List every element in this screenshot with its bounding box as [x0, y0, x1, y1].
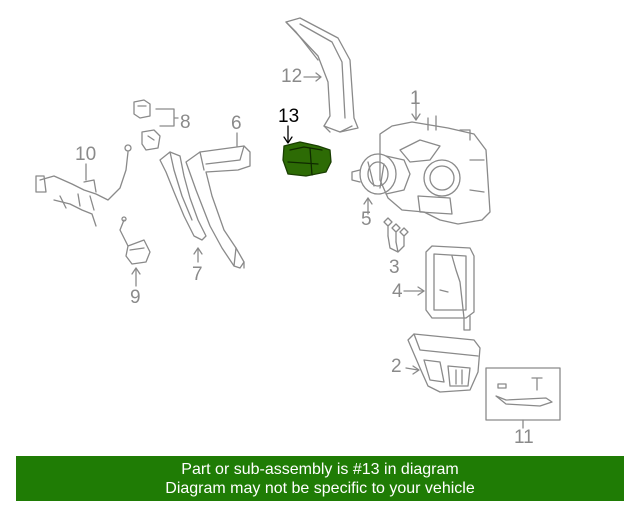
- callout-11: 11: [514, 427, 534, 448]
- part-9-sensor: [119, 216, 151, 265]
- parts-diagram: 1 2 3 4 5 6 7 8 9 10 11 12 13: [35, 17, 561, 448]
- callout-9: 9: [130, 287, 141, 308]
- callout-13: 13: [278, 106, 300, 127]
- banner-line-1: Part or sub-assembly is #13 in diagram: [181, 461, 459, 478]
- arrow-5: [363, 197, 373, 205]
- arrow-12: [315, 72, 322, 82]
- part-12-duct: [285, 17, 359, 133]
- callout-4: 4: [392, 281, 403, 302]
- callout-12: 12: [281, 66, 303, 87]
- callout-7: 7: [192, 264, 203, 285]
- part-10-harness: [35, 144, 132, 227]
- part-8-actuators: [133, 99, 161, 151]
- callout-10: 10: [75, 144, 97, 165]
- callout-8: 8: [180, 112, 191, 133]
- part-13-highlighted: [282, 141, 332, 177]
- callout-2: 2: [391, 356, 402, 377]
- part-11-kit: [485, 367, 561, 421]
- leader-8: [155, 108, 179, 127]
- part-2-lower-case: [407, 333, 481, 393]
- info-banner: Part or sub-assembly is #13 in diagram D…: [16, 456, 624, 501]
- arrow-4: [417, 286, 425, 296]
- callout-1: 1: [410, 88, 421, 109]
- part-4-evaporator: [425, 245, 475, 331]
- arrow-2: [412, 365, 420, 375]
- part-5-blower-motor: [351, 153, 411, 195]
- part-3-screws: [383, 217, 409, 253]
- part-1-housing: [379, 115, 491, 225]
- callout-5: 5: [361, 209, 372, 230]
- arrow-7: [193, 247, 203, 255]
- diagram-drawing: [35, 17, 561, 429]
- arrow-1: [411, 113, 421, 121]
- part-6-duct: [185, 145, 251, 269]
- arrow-13: [283, 136, 293, 144]
- callout-6: 6: [231, 113, 242, 134]
- arrow-9: [131, 267, 141, 275]
- part-7-duct: [159, 151, 207, 241]
- leader-2: [405, 367, 419, 371]
- callout-3: 3: [389, 257, 400, 278]
- banner-line-2: Diagram may not be specific to your vehi…: [165, 480, 475, 497]
